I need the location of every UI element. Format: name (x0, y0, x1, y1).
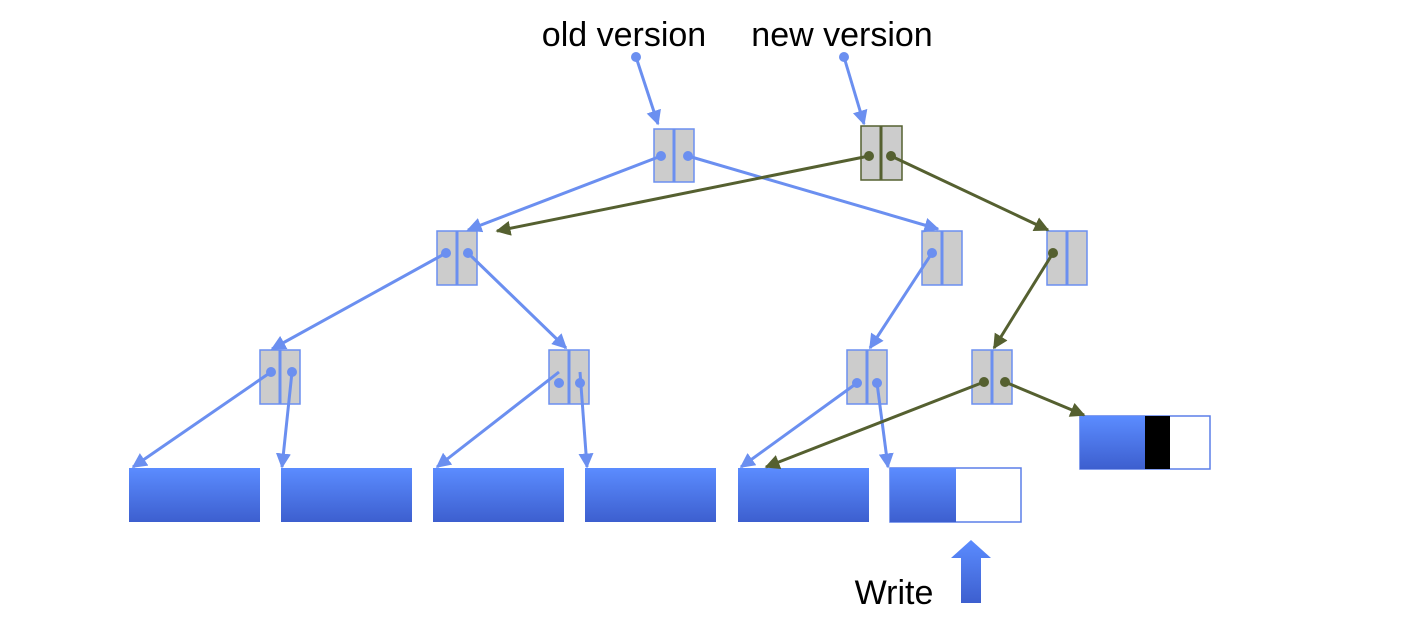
new-pointer-dots (864, 151, 1058, 387)
new-internal-pointer (992, 252, 1055, 350)
leaf3-left-pointer (739, 381, 858, 469)
data-block-2 (281, 468, 412, 522)
old-version-pointers (131, 56, 940, 469)
new-right-internal-node (1046, 230, 1088, 286)
up-arrow-icon (951, 540, 991, 603)
left-internal-left-pointer (270, 251, 447, 351)
data-block-6-partial (889, 467, 1022, 523)
left-internal-right-pointer (466, 251, 568, 350)
new-leaf-right-pointer (1004, 380, 1086, 417)
new-root-right-pointer (890, 154, 1050, 232)
data-block-5 (738, 468, 869, 522)
old-left-internal-node (436, 230, 478, 286)
leaf1-left-pointer (131, 370, 272, 469)
write-label: Write (855, 574, 934, 612)
data-block-1 (129, 468, 260, 522)
data-blocks-row (129, 467, 1022, 523)
leaf1-right-pointer (275, 371, 294, 469)
leaf2-left-pointer (435, 370, 560, 469)
leaf-node-4-new (971, 349, 1013, 405)
data-block-4 (585, 468, 716, 522)
leaf3-right-pointer (875, 382, 894, 469)
old-pointer-dots (266, 52, 937, 388)
new-root-pointer (842, 56, 868, 126)
right-internal-left-pointer (868, 252, 934, 350)
leaf-node-3 (846, 349, 888, 405)
new-root-left-pointer (495, 154, 870, 236)
old-version-label: old version (542, 16, 706, 54)
new-leaf-left-pointer (764, 380, 985, 470)
data-block-3 (433, 468, 564, 522)
new-version-label: new version (751, 16, 932, 54)
old-root-pointer (634, 56, 661, 126)
old-root-right-pointer (687, 154, 940, 233)
leaf-node-1 (259, 349, 301, 405)
new-version-pointers (495, 154, 1086, 470)
data-block-new-written (1079, 415, 1211, 470)
old-root-left-pointer (466, 154, 662, 233)
